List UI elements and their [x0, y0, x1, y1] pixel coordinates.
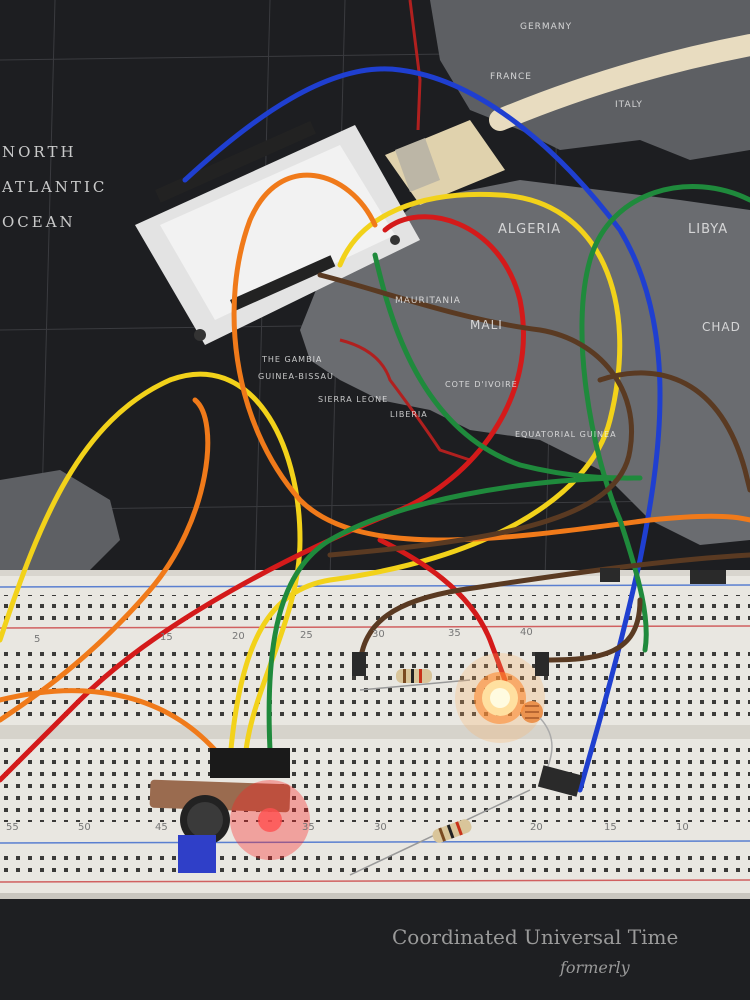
wire-green-3 — [266, 475, 623, 753]
bb-bottom-num-20: 20 — [530, 822, 543, 833]
region-italy: ITALY — [615, 100, 643, 110]
bb-top-num-40: 40 — [520, 627, 533, 638]
led — [455, 653, 545, 743]
wire-headers — [352, 568, 726, 797]
mat-caption-line2: formerly — [560, 958, 630, 977]
wire-orange-1 — [231, 172, 750, 543]
region-gambia: THE GAMBIA — [262, 355, 323, 364]
region-mauritania: MAURITANIA — [395, 296, 461, 306]
bb-top-num-20: 20 — [232, 631, 245, 642]
bb-top-num-30: 30 — [372, 629, 385, 640]
wire-yellow-2 — [0, 371, 303, 763]
region-france: FRANCE — [490, 72, 532, 82]
south-america-landmass — [0, 470, 120, 575]
bb-bottom-num-35: 35 — [302, 822, 315, 833]
resistor-top — [359, 669, 471, 691]
region-liberia: LIBERIA — [390, 410, 428, 419]
bb-bottom-num-55: 55 — [6, 822, 19, 833]
bb-bottom-num-45: 45 — [155, 822, 168, 833]
wire-green-1 — [579, 184, 750, 653]
microcontroller-board — [135, 120, 420, 345]
usb-cable — [385, 34, 750, 205]
jumper-wires — [0, 66, 750, 793]
bb-top-num-35: 35 — [448, 628, 461, 639]
region-germany: GERMANY — [520, 22, 573, 32]
wire-brown-3 — [357, 552, 750, 673]
resistor-bottom — [349, 789, 531, 876]
sound-sensor-module — [149, 748, 310, 873]
bb-top-num-25: 25 — [300, 630, 313, 641]
ocean-label-line2: ATLANTIC — [2, 178, 108, 196]
wire-blue — [182, 66, 663, 793]
wire-brown-1 — [317, 272, 634, 558]
wire-orange-3 — [0, 688, 218, 753]
region-guinea-bissau: GUINEA-BISSAU — [258, 372, 334, 381]
mat-caption-line1: Coordinated Universal Time — [392, 925, 679, 949]
region-sierra-leone: SIERRA LEONE — [318, 395, 389, 404]
ocean-label-line3: OCEAN — [2, 213, 76, 231]
wire-brown-2 — [597, 370, 750, 493]
ocean-label-line1: NORTH — [2, 143, 77, 161]
bb-bottom-num-30: 30 — [374, 822, 387, 833]
region-libya: LIBYA — [688, 222, 729, 237]
region-algeria: ALGERIA — [498, 222, 562, 237]
bb-top-num-5: 5 — [34, 634, 41, 645]
wire-brown-4 — [542, 597, 643, 663]
region-cote-divoire: COTE D'IVOIRE — [445, 380, 518, 389]
region-equatorial-guinea: EQUATORIAL GUINEA — [515, 430, 617, 439]
bb-bottom-num-15: 15 — [604, 822, 617, 833]
bb-bottom-num-10: 10 — [676, 822, 689, 833]
bb-top-num-15: 15 — [160, 632, 173, 643]
region-mali: MALI — [470, 318, 503, 332]
wire-yellow-1 — [227, 191, 623, 763]
region-chad: CHAD — [702, 320, 741, 334]
bb-bottom-num-50: 50 — [78, 822, 91, 833]
